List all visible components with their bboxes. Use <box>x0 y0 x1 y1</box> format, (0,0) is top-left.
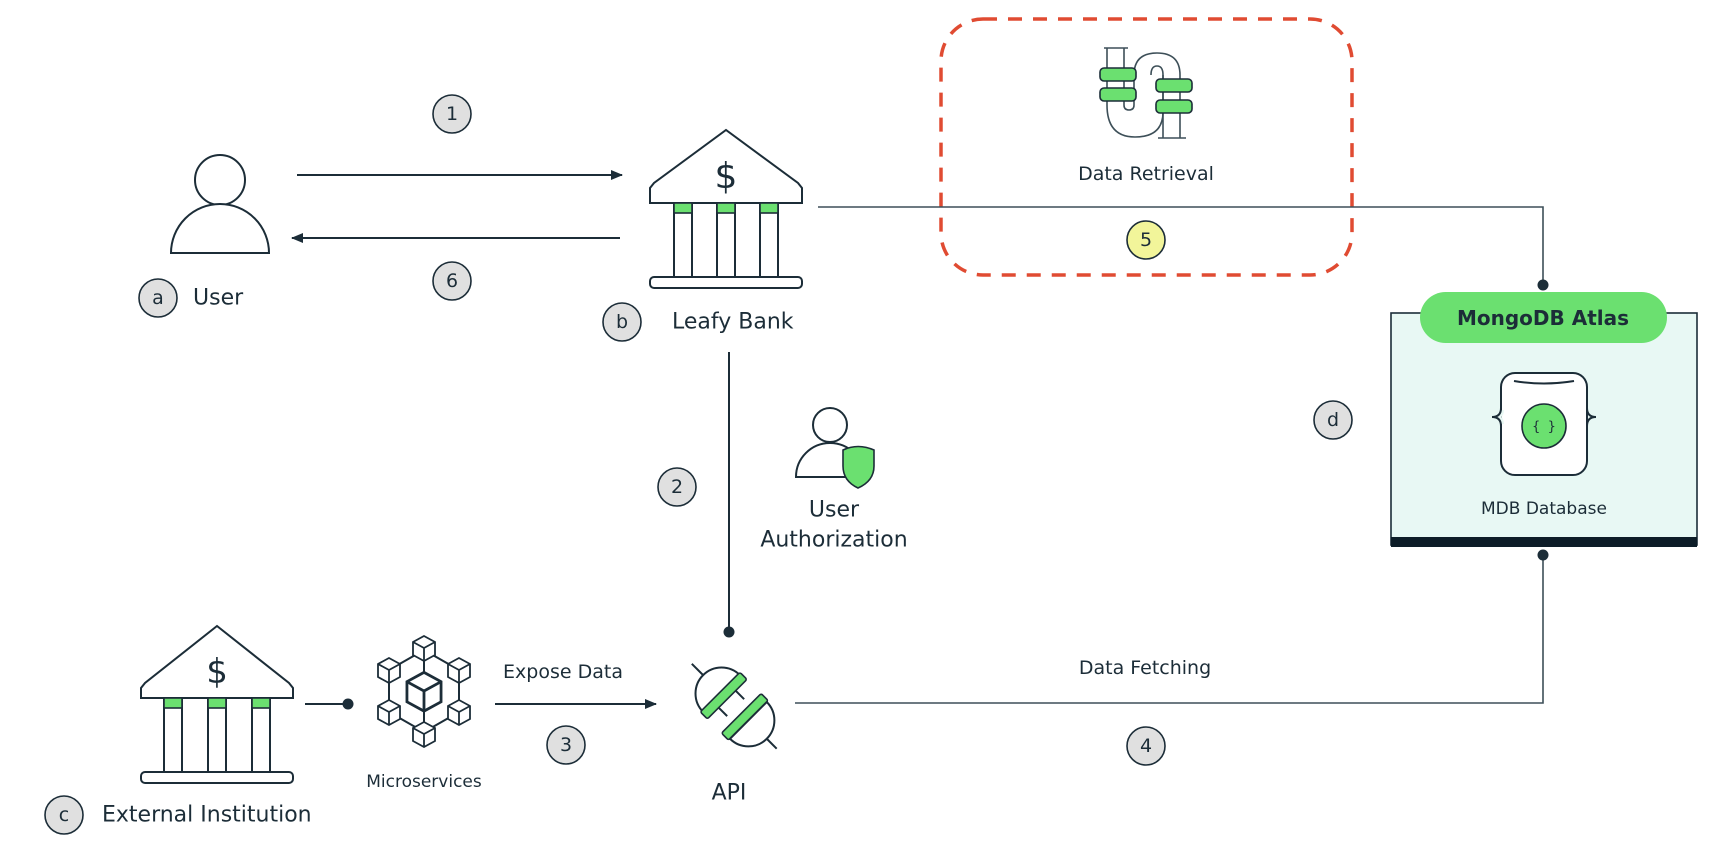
api-label: API <box>712 781 747 806</box>
microservices-icon <box>377 634 471 749</box>
external-institution-label: External Institution <box>102 803 312 828</box>
svg-text:6: 6 <box>446 270 458 292</box>
badge-a: a <box>138 278 178 318</box>
svg-text:3: 3 <box>560 734 572 756</box>
connector-api-to-mongodb <box>795 555 1544 704</box>
user-label: User <box>193 286 244 311</box>
user-shield-icon <box>794 407 875 489</box>
user-authorization-label-line1: User <box>809 498 860 523</box>
data-retrieval-label: Data Retrieval <box>1078 163 1214 185</box>
pipe-icon <box>1099 47 1193 139</box>
step-3: 3 <box>546 725 586 765</box>
connector-dot-mongodb-bottom <box>1537 549 1549 561</box>
connector-dot-mongodb-top <box>1537 279 1549 291</box>
step-6: 6 <box>432 261 472 301</box>
data-fetching-label: Data Fetching <box>1079 657 1211 679</box>
svg-text:a: a <box>152 287 164 309</box>
mongodb-atlas-title: MongoDB Atlas <box>1457 306 1629 330</box>
database-icon: { } <box>1491 372 1597 476</box>
svg-text:b: b <box>616 311 628 333</box>
connector-dot-microservices <box>342 698 354 710</box>
badge-c: c <box>44 795 84 835</box>
plug-icon <box>691 663 778 750</box>
svg-text:4: 4 <box>1140 735 1152 757</box>
svg-text:2: 2 <box>671 476 683 498</box>
badge-d: d <box>1313 400 1353 440</box>
leafy-bank-label: Leafy Bank <box>672 310 794 335</box>
step-5: 5 <box>1126 220 1166 260</box>
svg-text:d: d <box>1327 409 1339 431</box>
data-retrieval-highlight-box <box>939 17 1354 277</box>
mongodb-atlas-pill <box>1420 292 1667 343</box>
svg-text:$: $ <box>715 156 738 197</box>
svg-text:c: c <box>59 804 69 826</box>
svg-text:1: 1 <box>446 103 458 125</box>
step-1: 1 <box>432 94 472 134</box>
microservices-label: Microservices <box>366 772 482 792</box>
connector-dot-api <box>723 626 735 638</box>
connector-bank-to-mongodb <box>818 206 1544 285</box>
bank-icon: $ <box>649 128 803 289</box>
svg-text:5: 5 <box>1140 229 1152 251</box>
badge-b: b <box>602 302 642 342</box>
expose-data-label: Expose Data <box>503 661 623 683</box>
svg-text:$: $ <box>206 652 228 692</box>
database-inner-glyph: { } <box>1532 420 1555 435</box>
step-4: 4 <box>1126 726 1166 766</box>
user-authorization-label-line2: Authorization <box>760 528 907 553</box>
user-icon <box>169 154 271 254</box>
step-2: 2 <box>657 467 697 507</box>
bank-icon: $ <box>140 624 294 784</box>
mdb-database-label: MDB Database <box>1481 499 1607 519</box>
